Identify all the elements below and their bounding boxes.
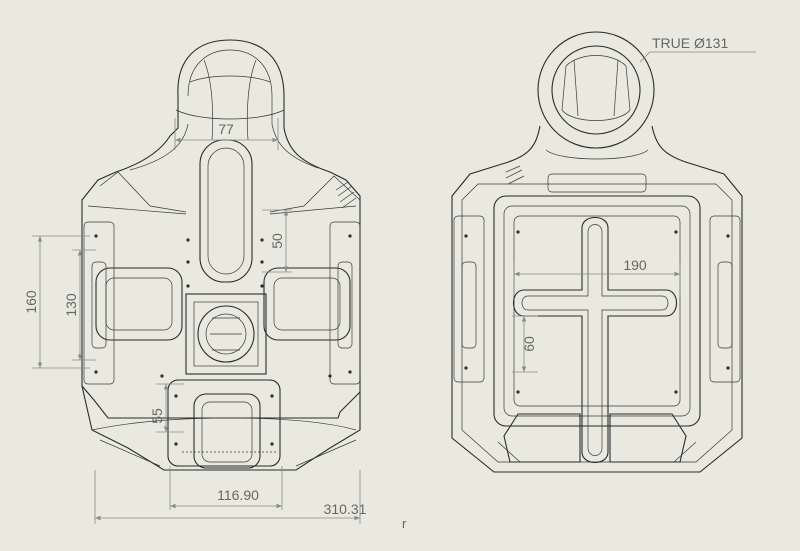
dim-60: 60 <box>521 336 537 352</box>
dim-160: 160 <box>23 290 39 314</box>
dim-50: 50 <box>269 233 285 249</box>
dim-190: 190 <box>623 257 647 273</box>
dim-77: 77 <box>218 121 234 137</box>
stray-mark: r <box>402 516 407 531</box>
dim-true-diameter: TRUE Ø131 <box>652 35 728 51</box>
left-view <box>81 39 361 471</box>
dim-310-31: 310.31 <box>324 501 367 517</box>
dim-55: 55 <box>149 408 165 424</box>
dimension-lines <box>32 51 756 524</box>
right-view <box>451 31 743 473</box>
dim-130: 130 <box>63 293 79 317</box>
dim-116-90: 116.90 <box>217 487 259 503</box>
